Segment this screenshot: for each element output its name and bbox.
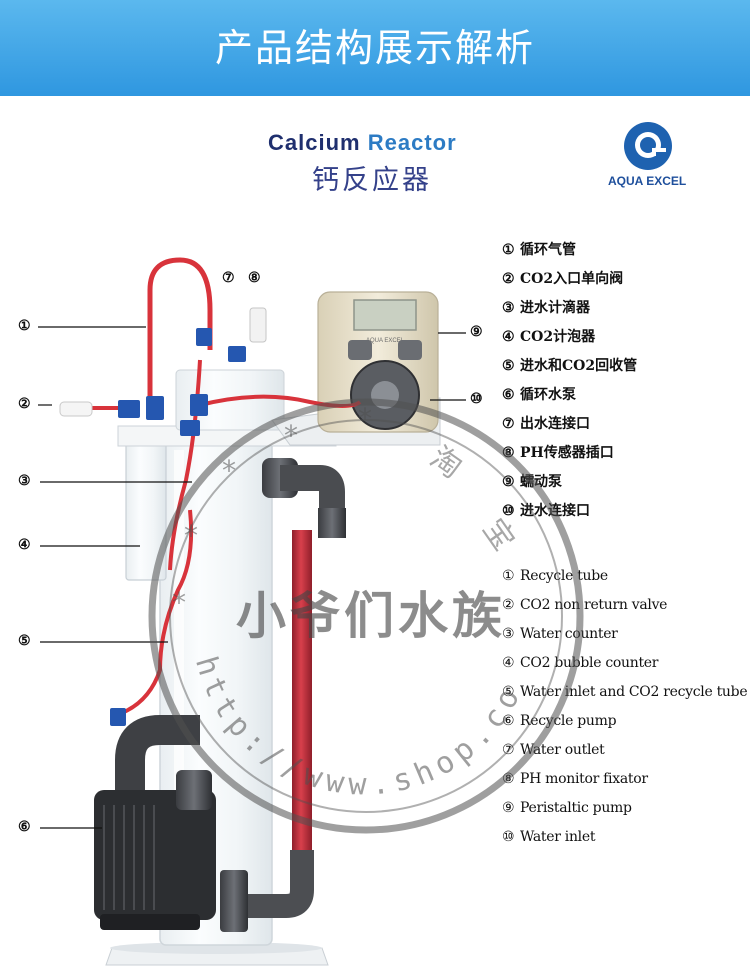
product-name-en-word-1: Calcium (268, 130, 361, 155)
aqua-excel-logo-icon (624, 122, 672, 170)
callout-5: ⑤ (18, 633, 31, 649)
callout-7: ⑦ (222, 270, 235, 286)
page-title: 产品结构展示解析 (214, 26, 535, 70)
pump-display-brand: AQUA EXCEL (366, 338, 405, 344)
callout-8: ⑧ (248, 270, 261, 286)
callout-6: ⑥ (18, 819, 31, 835)
brand-name: AQUA EXCEL (608, 174, 687, 188)
callout-4: ④ (18, 537, 31, 553)
callout-3: ③ (18, 473, 31, 489)
callout-10: ⑩ (470, 391, 483, 407)
callout-9: ⑨ (470, 324, 483, 340)
callout-1: ① (18, 318, 31, 334)
watermark-text: 小爷们水族 (236, 587, 506, 645)
product-name-en-word-2: Reactor (367, 130, 457, 155)
header-banner (0, 0, 750, 96)
product-name-en: Calcium Reactor (268, 130, 457, 156)
callout-2: ② (18, 396, 31, 412)
product-name-cn: 钙反应器 (312, 165, 432, 196)
